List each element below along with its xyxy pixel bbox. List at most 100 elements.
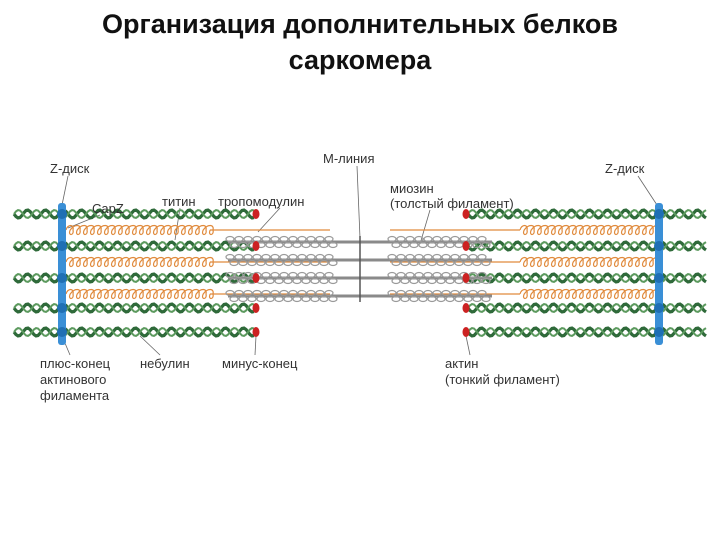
page-title: Организация дополнительных белков сарком… (0, 6, 720, 78)
myosin-head (283, 295, 293, 303)
leader-line (257, 207, 281, 233)
myosin-head (405, 235, 415, 243)
filament-caps (252, 209, 470, 337)
capz-cap (57, 303, 67, 313)
myosin-head (315, 235, 325, 243)
myosin-head (274, 295, 284, 303)
myosin-head (427, 259, 437, 267)
myosin-head (450, 289, 460, 297)
myosin-head (472, 277, 482, 285)
myosin-head (301, 259, 311, 267)
actin-filament-left-strand (13, 209, 255, 219)
actin-filament-right-strand (467, 303, 707, 313)
myosin-head (270, 235, 280, 243)
titin-coil-left (65, 224, 214, 236)
myosin-head (396, 289, 406, 297)
actin-filament-left-strand (13, 303, 255, 313)
myosin-head (225, 271, 235, 279)
myosin-head (445, 259, 455, 267)
myosin-head (468, 289, 478, 297)
myosin-label-1: миозин (390, 181, 434, 196)
myosin-head (288, 235, 298, 243)
myosin-head (481, 241, 491, 249)
myosin-head (328, 241, 338, 249)
myosin-head (301, 295, 311, 303)
myosin-head (324, 289, 334, 297)
actin-filaments (12, 208, 707, 338)
myosin-head (481, 259, 491, 267)
myosin-head (441, 253, 451, 261)
myosin-head (400, 295, 410, 303)
myosin-head (279, 235, 289, 243)
myosin-head (315, 271, 325, 279)
actin-label-1: актин (445, 356, 479, 371)
myosin-head (409, 277, 419, 285)
myosin-head (324, 235, 334, 243)
myosin-head (279, 253, 289, 261)
myosin-head (459, 253, 469, 261)
myosin-head (454, 259, 464, 267)
myosin-head (463, 259, 473, 267)
myosin-head (423, 271, 433, 279)
actin-filament-left-strand (13, 273, 255, 283)
myosin-head (310, 259, 320, 267)
myosin-head (288, 253, 298, 261)
myosin-head (319, 241, 329, 249)
myosin-head (283, 277, 293, 285)
titin-label: титин (162, 194, 196, 209)
myosin-head (436, 277, 446, 285)
titin-coil-right (519, 224, 661, 236)
myosin-head (387, 289, 397, 297)
myosin-head (234, 271, 244, 279)
capz-cap (654, 303, 664, 313)
actin-filament-left (12, 326, 255, 338)
myosin-head (229, 241, 239, 249)
tropomodulin-cap-right (462, 303, 470, 313)
myosin-head (468, 271, 478, 279)
myosin-head (297, 271, 307, 279)
plus-end-label-3: филамента (40, 388, 110, 403)
myosin-head (445, 295, 455, 303)
myosin-head (310, 277, 320, 285)
capz-cap (57, 241, 67, 251)
leader-line (419, 209, 431, 245)
myosin-head (297, 235, 307, 243)
myosin-head (418, 241, 428, 249)
myosin-head (450, 253, 460, 261)
myosin-head (445, 277, 455, 285)
myosin-head (261, 253, 271, 261)
tropomodulin-cap-right (462, 327, 470, 337)
myosin-head (441, 271, 451, 279)
myosin-head (283, 241, 293, 249)
myosin-head (463, 295, 473, 303)
tropomodulin-cap-left (252, 303, 260, 313)
myosin-head (229, 295, 239, 303)
plus-end-label-2: актинового (40, 372, 107, 387)
myosin-head (301, 277, 311, 285)
myosin-head (292, 259, 302, 267)
myosin-head (436, 259, 446, 267)
titin-coil-right (519, 256, 661, 268)
myosin-head (391, 295, 401, 303)
myosin-head (468, 253, 478, 261)
myosin-head (319, 259, 329, 267)
actin-filament-right-strand (467, 273, 707, 283)
myosin-head (400, 277, 410, 285)
myosin-head (243, 235, 253, 243)
myosin-head (270, 253, 280, 261)
myosin-head (297, 289, 307, 297)
myosin-head (252, 289, 262, 297)
actin-filament-left (12, 208, 255, 220)
tropomodulin-cap-left (252, 273, 260, 283)
capz-cap (654, 273, 664, 283)
actin-filament-right-strand (467, 209, 707, 219)
myosin-head (387, 235, 397, 243)
myosin-head (423, 235, 433, 243)
myosin-head (243, 271, 253, 279)
capz-cap (57, 273, 67, 283)
leader-line (139, 335, 161, 356)
myosin-head (292, 295, 302, 303)
leader-line (61, 175, 69, 206)
myosin-head (234, 289, 244, 297)
myosin-head (229, 259, 239, 267)
